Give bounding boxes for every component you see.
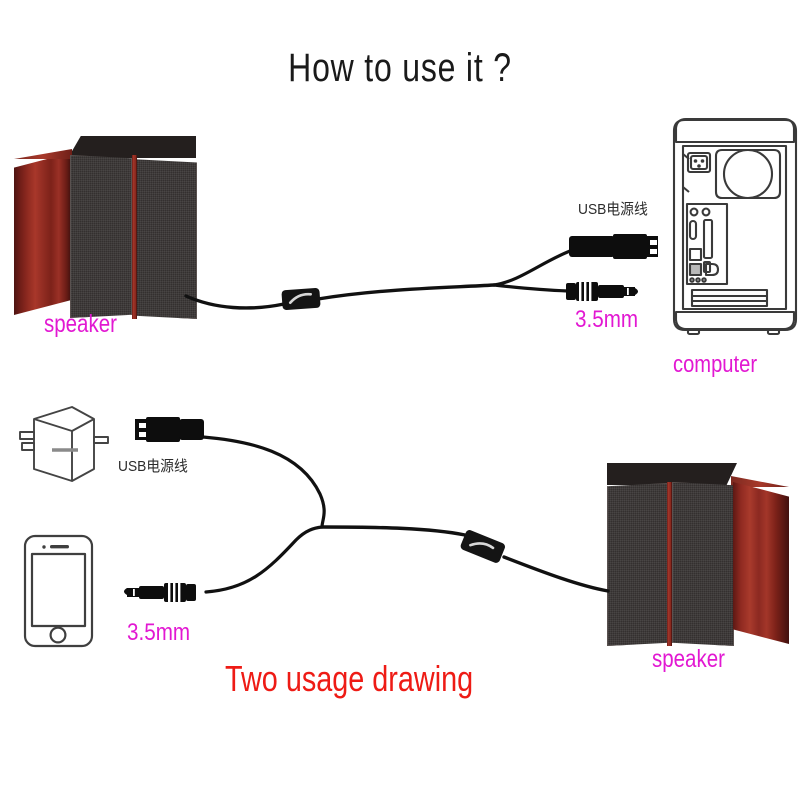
- label-speaker-bottom: speaker: [652, 645, 725, 673]
- top-cable-assembly: [184, 234, 658, 311]
- speaker-grille-left: [607, 483, 669, 646]
- label-usb-cable-top: USB电源线: [578, 201, 648, 218]
- bottom-cable-assembly: [124, 417, 610, 602]
- speaker-wood-divider: [667, 482, 672, 646]
- audio-plug-bottom: [124, 583, 196, 602]
- page-title: How to use it ?: [288, 46, 512, 90]
- label-speaker-top: speaker: [44, 310, 117, 338]
- speaker-top-face: [607, 463, 737, 485]
- speaker-top-face: [68, 136, 196, 158]
- inline-volume-control-bottom[interactable]: [459, 529, 506, 564]
- speaker-wood-divider: [132, 155, 137, 319]
- label-usb-cable-bottom: USB电源线: [118, 458, 188, 475]
- speaker-pair-top: [14, 133, 197, 319]
- label-audio-jack-bottom: 3.5mm: [127, 619, 191, 646]
- label-computer: computer: [673, 351, 758, 378]
- usb-plug-bottom: [135, 417, 204, 442]
- label-audio-jack-top: 3.5mm: [575, 306, 639, 333]
- usb-plug-top: [569, 234, 658, 259]
- speaker-wood-side-left: [14, 153, 70, 315]
- speaker-top-wood-edge: [14, 149, 72, 159]
- speaker-grille-left: [70, 155, 132, 318]
- footer-note: Two usage drawing: [225, 658, 474, 699]
- speaker-top-wood-edge: [731, 476, 789, 487]
- speaker-wood-side-right: [733, 482, 789, 644]
- wall-charger: [19, 406, 109, 482]
- audio-plug-top: [566, 282, 638, 301]
- speaker-pair-bottom: [607, 460, 789, 646]
- smartphone: [23, 534, 94, 648]
- speaker-grille-right: [135, 159, 197, 319]
- inline-volume-control-top[interactable]: [281, 287, 321, 311]
- computer-tower: [672, 117, 798, 336]
